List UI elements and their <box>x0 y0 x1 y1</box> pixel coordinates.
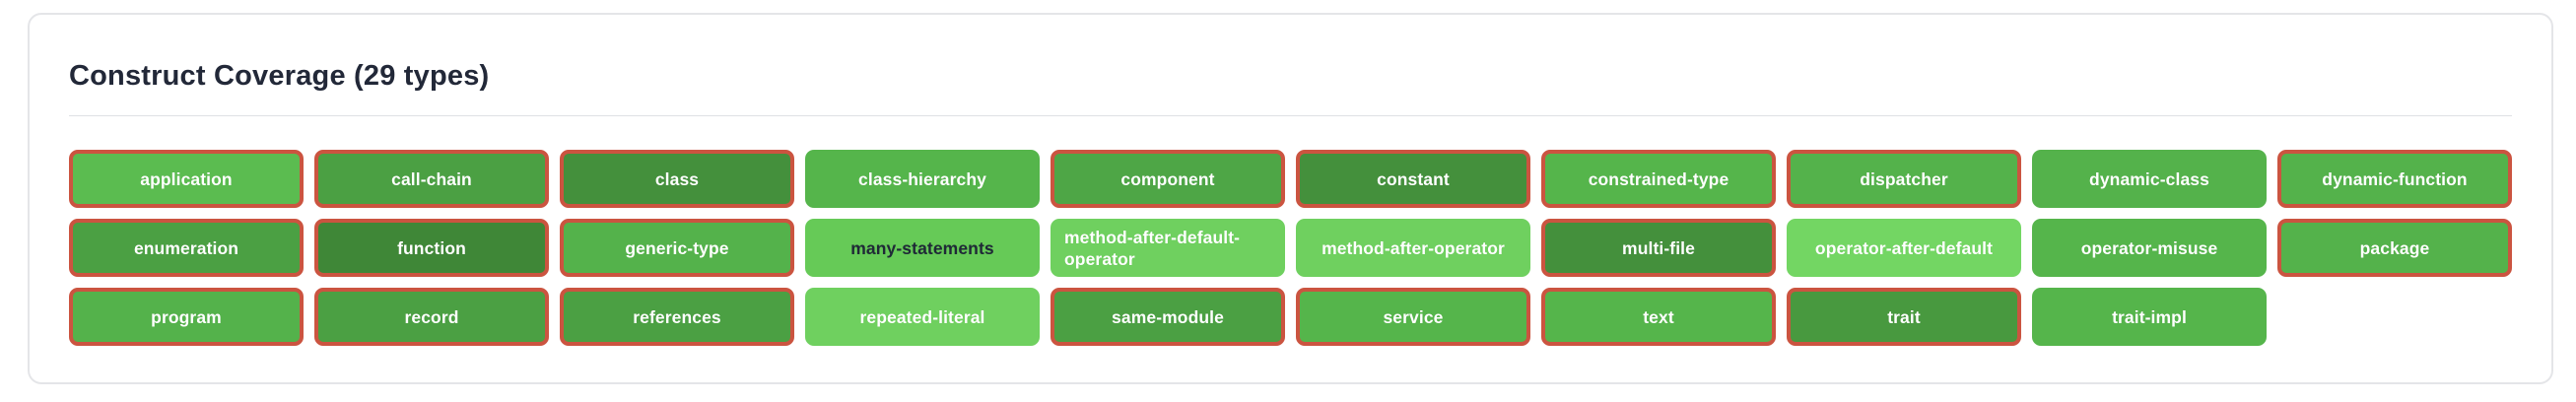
construct-badge: operator-after-default <box>1787 219 2021 277</box>
construct-badge: many-statements <box>805 219 1040 277</box>
badge-label: trait <box>1887 306 1921 327</box>
construct-badge: application <box>69 150 304 208</box>
badge-grid: application call-chain class class-hiera… <box>69 150 2512 346</box>
badge-label: component <box>1120 168 1215 189</box>
badge-label: references <box>633 306 721 327</box>
badge-label: function <box>397 237 466 258</box>
badge-label: constrained-type <box>1588 168 1729 189</box>
badge-label: dynamic-class <box>2089 168 2209 189</box>
construct-badge: program <box>69 288 304 346</box>
badge-label: method-after-operator <box>1322 237 1505 258</box>
badge-label: generic-type <box>625 237 729 258</box>
construct-coverage-card: Construct Coverage (29 types) applicatio… <box>28 13 2553 384</box>
construct-badge: class <box>560 150 794 208</box>
badge-label: record <box>404 306 459 327</box>
construct-badge: generic-type <box>560 219 794 277</box>
badge-label: method-after-default-operator <box>1064 227 1241 269</box>
construct-badge: package <box>2277 219 2512 277</box>
badge-label: package <box>2359 237 2430 258</box>
badge-label: repeated-literal <box>859 306 985 327</box>
construct-badge: component <box>1051 150 1285 208</box>
badge-label: multi-file <box>1622 237 1695 258</box>
construct-badge: dynamic-class <box>2032 150 2267 208</box>
construct-badge: call-chain <box>314 150 549 208</box>
construct-badge: class-hierarchy <box>805 150 1040 208</box>
construct-badge: operator-misuse <box>2032 219 2267 277</box>
badge-label: operator-after-default <box>1814 237 1994 258</box>
construct-badge: dispatcher <box>1787 150 2021 208</box>
badge-label: service <box>1383 306 1444 327</box>
badge-label: trait-impl <box>2112 306 2187 327</box>
badge-label: constant <box>1377 168 1450 189</box>
badge-label: class-hierarchy <box>858 168 986 189</box>
badge-label: enumeration <box>133 237 239 258</box>
page-title: Construct Coverage (29 types) <box>69 60 490 92</box>
construct-badge: multi-file <box>1541 219 1776 277</box>
badge-label: call-chain <box>391 168 472 189</box>
title-divider <box>69 115 2512 116</box>
badge-label: class <box>654 168 700 189</box>
badge-label: application <box>140 168 233 189</box>
construct-badge: service <box>1296 288 1530 346</box>
badge-label: operator-misuse <box>2080 237 2218 258</box>
construct-badge: dynamic-function <box>2277 150 2512 208</box>
construct-badge: function <box>314 219 549 277</box>
construct-badge: constrained-type <box>1541 150 1776 208</box>
construct-badge: references <box>560 288 794 346</box>
badge-label: program <box>151 306 222 327</box>
badge-label: same-module <box>1112 306 1224 327</box>
page: Construct Coverage (29 types) applicatio… <box>28 13 2553 384</box>
badge-label: text <box>1643 306 1674 327</box>
construct-badge: trait-impl <box>2032 288 2267 346</box>
construct-badge: record <box>314 288 549 346</box>
badge-label: dynamic-function <box>2322 168 2468 189</box>
construct-badge: same-module <box>1051 288 1285 346</box>
construct-badge: repeated-literal <box>805 288 1040 346</box>
construct-badge: constant <box>1296 150 1530 208</box>
construct-badge: trait <box>1787 288 2021 346</box>
construct-badge: enumeration <box>69 219 304 277</box>
construct-badge: text <box>1541 288 1776 346</box>
construct-badge: method-after-operator <box>1296 219 1530 277</box>
badge-label: many-statements <box>850 237 994 258</box>
construct-badge: method-after-default-operator <box>1051 219 1285 277</box>
badge-label: dispatcher <box>1860 168 1948 189</box>
